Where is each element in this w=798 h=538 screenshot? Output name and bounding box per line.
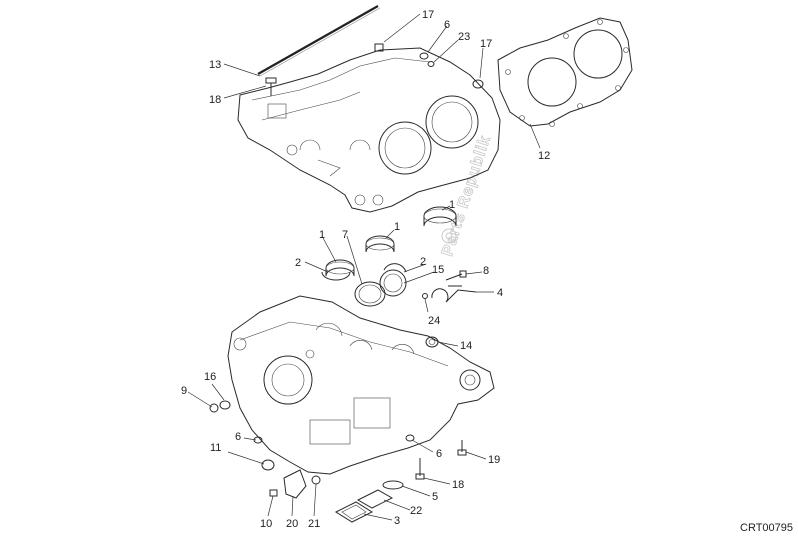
bearing-shell-1a[interactable] <box>325 259 355 277</box>
callout-6-lower-right: 6 <box>436 448 442 460</box>
lower-crankcase-half[interactable] <box>227 295 495 475</box>
callout-1-mid: 1 <box>394 221 400 233</box>
callouts: 13 18 17 6 23 17 12 1 7 1 1 2 2 15 8 4 2… <box>181 9 550 530</box>
callout-15: 15 <box>432 264 444 276</box>
callout-13: 13 <box>209 59 221 71</box>
callout-24: 24 <box>428 315 440 327</box>
oil-pipe-4[interactable] <box>431 285 477 303</box>
callout-8: 8 <box>483 265 489 277</box>
pin-23[interactable] <box>427 61 435 67</box>
plug-17-upper[interactable] <box>374 43 384 52</box>
callout-21: 21 <box>308 518 320 530</box>
dowel-6-upper[interactable] <box>419 52 429 60</box>
cover-20[interactable] <box>283 469 307 499</box>
callout-18-lower: 18 <box>452 479 464 491</box>
screen-3[interactable] <box>334 501 374 523</box>
callout-17-side: 17 <box>480 38 492 50</box>
callout-10: 10 <box>260 518 272 530</box>
bolt-18-upper[interactable] <box>265 77 277 96</box>
drawing-code: CRT00795 <box>740 522 793 534</box>
callout-6-upper: 6 <box>444 19 450 31</box>
leader-lines <box>187 13 541 521</box>
plug-11[interactable] <box>261 459 275 471</box>
callout-3: 3 <box>394 515 400 527</box>
thrust-ring-7[interactable] <box>354 281 386 307</box>
oil-seal-15[interactable] <box>379 269 407 297</box>
callout-14: 14 <box>460 340 472 352</box>
dowel-6-lower-right[interactable] <box>405 434 415 442</box>
o-ring-5[interactable] <box>382 480 404 490</box>
bearing-shell-2a[interactable] <box>321 271 351 281</box>
watermark-text: Parts Republik <box>439 133 494 258</box>
callout-6-lower-left: 6 <box>235 431 241 443</box>
bolt-10[interactable] <box>269 489 278 497</box>
callout-7: 7 <box>342 229 348 241</box>
bolt-8[interactable] <box>445 270 467 281</box>
callout-1-left: 1 <box>319 229 325 241</box>
callout-12: 12 <box>538 150 550 162</box>
callout-5: 5 <box>432 491 438 503</box>
bearing-shell-1b[interactable] <box>365 235 395 253</box>
callout-17-top: 17 <box>422 9 434 21</box>
bolt-19[interactable] <box>457 440 467 456</box>
o-ring-21[interactable] <box>311 475 321 485</box>
bearing-shell-1c[interactable] <box>423 206 457 227</box>
callout-16: 16 <box>204 371 216 383</box>
head-gasket-12[interactable] <box>497 17 633 127</box>
upper-crankcase-half[interactable] <box>237 47 501 213</box>
callout-4: 4 <box>497 287 503 299</box>
gear-watermark-icon <box>441 228 457 244</box>
washer-16[interactable] <box>219 400 231 410</box>
callout-20: 20 <box>286 518 298 530</box>
callout-23: 23 <box>458 31 470 43</box>
gasket-22[interactable] <box>356 489 394 509</box>
callout-2-left: 2 <box>295 257 301 269</box>
callout-9: 9 <box>181 385 187 397</box>
callout-11: 11 <box>210 442 221 454</box>
callout-22: 22 <box>410 505 422 517</box>
bolt-9[interactable] <box>209 403 219 413</box>
plug-17-side[interactable] <box>472 79 484 89</box>
callout-18-upper: 18 <box>209 94 221 106</box>
callout-2-right: 2 <box>420 256 426 268</box>
sealing-strip-13[interactable] <box>257 5 381 77</box>
bearing-shell-2b[interactable] <box>383 263 407 273</box>
jet-24[interactable] <box>422 293 429 313</box>
callout-1-right: 1 <box>449 199 455 211</box>
bolt-18-lower[interactable] <box>415 458 425 480</box>
callout-19: 19 <box>488 454 500 466</box>
